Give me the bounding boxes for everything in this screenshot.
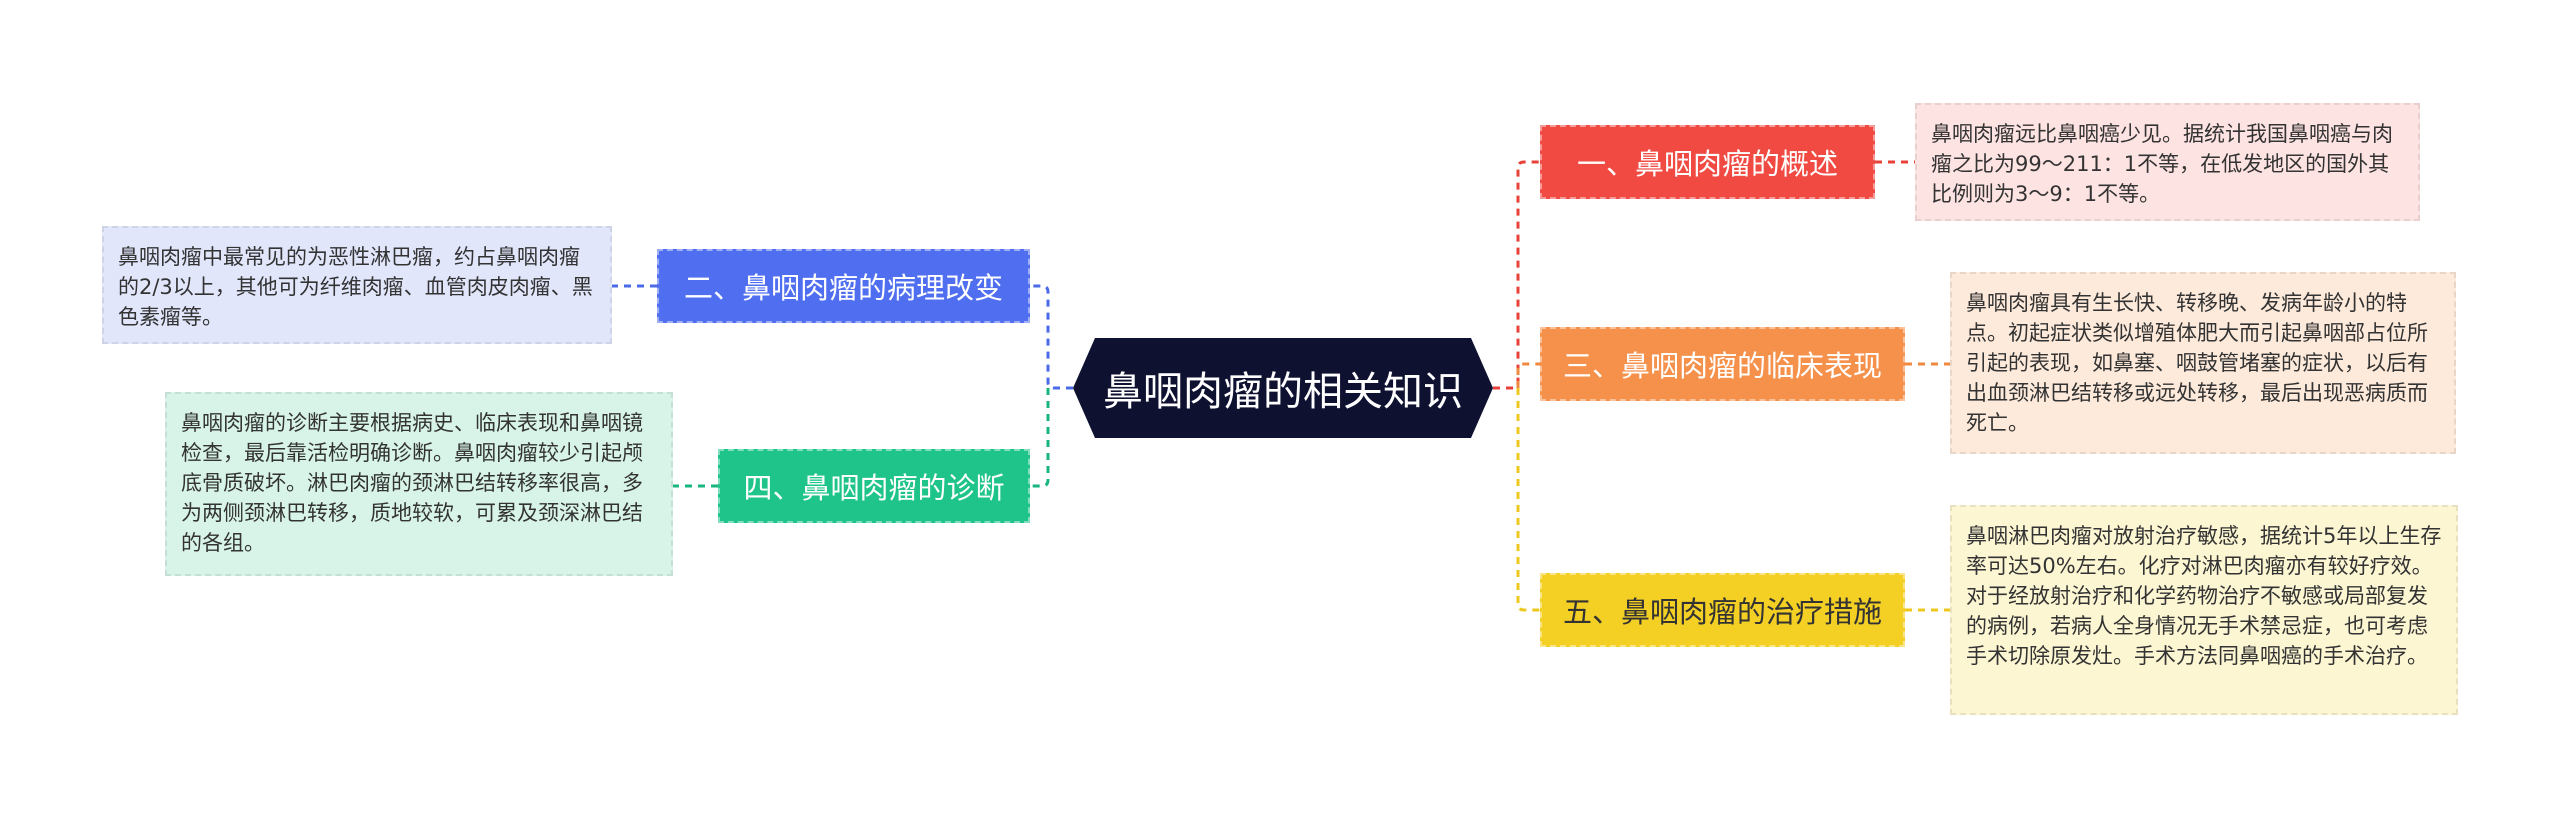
branch-diagnosis[interactable]: 四、鼻咽肉瘤的诊断 xyxy=(718,449,1030,523)
branch-pathology[interactable]: 二、鼻咽肉瘤的病理改变 xyxy=(657,249,1030,323)
leaf-overview-note: 鼻咽肉瘤远比鼻咽癌少见。据统计我国鼻咽癌与肉瘤之比为99～211：1不等，在低发… xyxy=(1915,103,2420,221)
branch-treatment[interactable]: 五、鼻咽肉瘤的治疗措施 xyxy=(1540,573,1905,647)
branch-clinical-manifestation[interactable]: 三、鼻咽肉瘤的临床表现 xyxy=(1540,327,1905,401)
central-topic[interactable]: 鼻咽肉瘤的相关知识 xyxy=(1073,338,1493,438)
leaf-treatment-note: 鼻咽淋巴肉瘤对放射治疗敏感，据统计5年以上生存率可达50%左右。化疗对淋巴肉瘤亦… xyxy=(1950,505,2458,715)
connector-center-to-branch-5 xyxy=(1516,388,1540,612)
leaf-diagnosis-note: 鼻咽肉瘤的诊断主要根据病史、临床表现和鼻咽镜检查，最后靠活检明确诊断。鼻咽肉瘤较… xyxy=(165,392,673,576)
connector-center-to-branch-1 xyxy=(1493,160,1540,390)
connector-center-to-branch-2 xyxy=(1030,284,1073,390)
leaf-clinical-note: 鼻咽肉瘤具有生长快、转移晚、发病年龄小的特点。初起症状类似增殖体肥大而引起鼻咽部… xyxy=(1950,272,2456,454)
leaf-pathology-note: 鼻咽肉瘤中最常见的为恶性淋巴瘤，约占鼻咽肉瘤的2/3以上，其他可为纤维肉瘤、血管… xyxy=(102,226,612,344)
branch-overview[interactable]: 一、鼻咽肉瘤的概述 xyxy=(1540,125,1875,199)
connector-center-to-branch-3 xyxy=(1516,362,1540,388)
connector-center-to-branch-4 xyxy=(1030,388,1050,488)
